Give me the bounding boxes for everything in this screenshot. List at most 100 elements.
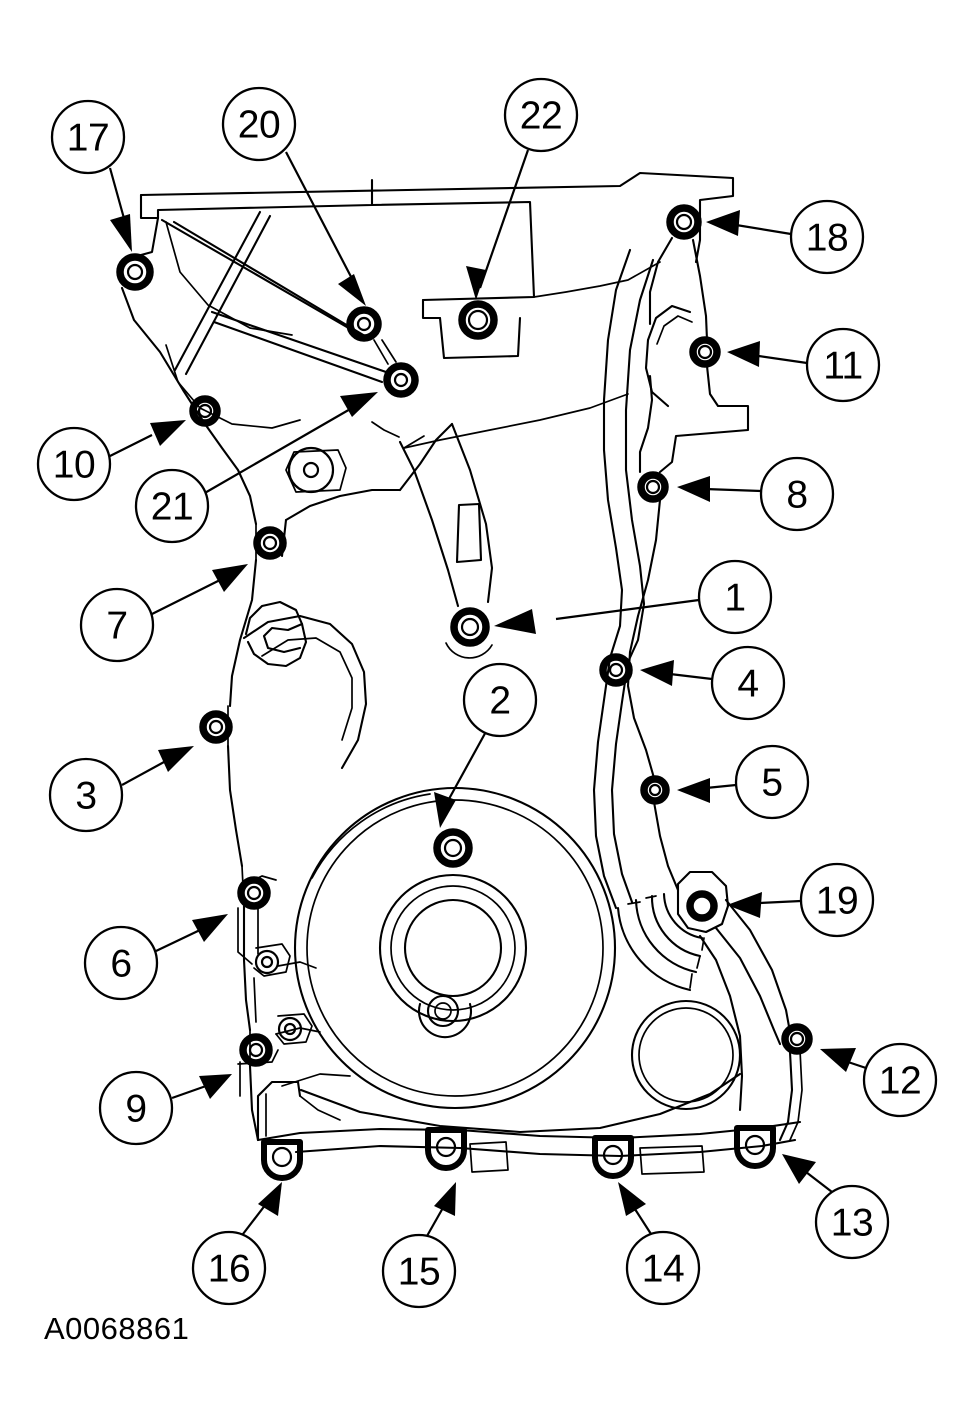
leader-line-5	[705, 783, 737, 790]
callout-12[interactable]: 12	[862, 1042, 938, 1118]
callout-16[interactable]: 16	[191, 1230, 267, 1306]
leader-arrow-4	[640, 660, 674, 686]
cover-body-outline	[120, 171, 803, 1175]
callout-11[interactable]: 11	[805, 327, 881, 403]
callout-label-21: 21	[151, 486, 193, 529]
bolt-hole-5	[640, 775, 670, 805]
leader-line-10	[109, 434, 153, 457]
leader-line-12	[847, 1060, 867, 1070]
leader-line-6	[155, 929, 201, 952]
plain-hole-left-low	[277, 1016, 303, 1042]
callout-22[interactable]: 22	[503, 77, 579, 153]
callout-label-6: 6	[110, 943, 131, 986]
leader-group	[108, 149, 867, 1237]
leader-arrow-19	[727, 892, 762, 918]
callout-2[interactable]: 2	[462, 662, 538, 738]
leader-line-15	[426, 1205, 445, 1237]
leader-arrow-21	[340, 392, 378, 417]
bolt-hole-8	[637, 471, 669, 503]
mount-tab-16	[261, 1139, 303, 1181]
callout-label-19: 19	[816, 880, 858, 923]
callout-label-3: 3	[75, 775, 96, 818]
callout-7[interactable]: 7	[79, 587, 155, 663]
bolt-hole-1	[445, 607, 493, 659]
mount-tab-15	[425, 1127, 467, 1171]
callout-label-20: 20	[238, 104, 280, 147]
callout-label-15: 15	[398, 1251, 440, 1294]
callout-6[interactable]: 6	[83, 925, 159, 1001]
leader-line-13	[805, 1171, 833, 1193]
leader-line-11	[751, 353, 808, 365]
bolt-hole-20	[346, 306, 382, 342]
bolt-hole-12	[781, 1023, 813, 1055]
mount-tab-14	[592, 1135, 634, 1179]
leader-arrow-2	[434, 792, 456, 828]
callout-8[interactable]: 8	[759, 456, 835, 532]
bolt-hole-21	[383, 362, 419, 398]
leader-arrow-16	[258, 1182, 282, 1216]
leader-line-21	[202, 407, 353, 495]
callout-10[interactable]: 10	[36, 426, 112, 502]
callout-21[interactable]: 21	[134, 468, 210, 544]
leader-arrow-7	[212, 564, 248, 592]
callout-3[interactable]: 3	[48, 757, 124, 833]
bolt-hole-9	[239, 1033, 273, 1067]
callout-18[interactable]: 18	[789, 199, 865, 275]
mount-tab-13	[734, 1125, 776, 1169]
callout-label-17: 17	[67, 117, 109, 160]
leader-line-1	[555, 598, 700, 621]
leader-line-8	[704, 487, 762, 493]
callout-19[interactable]: 19	[799, 862, 875, 938]
callout-17[interactable]: 17	[50, 99, 126, 175]
callout-label-5: 5	[761, 762, 782, 805]
bolt-hole-19	[686, 890, 718, 922]
bolt-hole-18	[666, 204, 702, 240]
leader-line-9	[171, 1084, 207, 1100]
bolt-hole-group	[116, 204, 813, 1067]
leader-arrow-17	[110, 214, 132, 252]
leader-line-14	[632, 1205, 652, 1235]
leader-line-22	[478, 149, 530, 289]
leader-arrow-1	[494, 609, 536, 634]
callout-4[interactable]: 4	[710, 645, 786, 721]
leader-arrow-11	[727, 341, 760, 367]
leader-arrow-12	[820, 1048, 856, 1072]
callout-1[interactable]: 1	[697, 559, 773, 635]
leader-arrow-9	[199, 1074, 232, 1099]
bolt-hole-3	[199, 710, 233, 744]
bolt-hole-10	[189, 395, 221, 427]
leader-arrow-10	[150, 420, 186, 446]
leader-arrow-14	[618, 1182, 646, 1216]
callout-label-1: 1	[724, 577, 745, 620]
callout-label-4: 4	[737, 663, 758, 706]
callout-5[interactable]: 5	[734, 744, 810, 820]
leader-arrow-18	[706, 210, 740, 236]
bolt-hole-7	[253, 526, 287, 560]
callout-15[interactable]: 15	[381, 1233, 457, 1309]
plain-hole-upper-left	[287, 446, 335, 494]
callout-label-11: 11	[823, 345, 863, 388]
leader-arrow-20	[338, 274, 366, 306]
callout-9[interactable]: 9	[98, 1070, 174, 1146]
leader-line-2	[443, 727, 489, 809]
callout-label-2: 2	[489, 680, 510, 723]
leader-arrow-5	[677, 778, 710, 803]
mount-tab-group	[261, 1125, 776, 1181]
callout-label-14: 14	[642, 1248, 684, 1291]
callout-balloon-group: 17 20 22 18 11 10 21 8 7 1 4 2 5 3 19 6 …	[36, 77, 938, 1309]
callout-13[interactable]: 13	[814, 1184, 890, 1260]
leader-line-3	[121, 761, 165, 786]
callout-label-7: 7	[106, 605, 127, 648]
leader-arrow-6	[192, 914, 228, 942]
callout-14[interactable]: 14	[625, 1230, 701, 1306]
callout-label-10: 10	[53, 444, 95, 487]
leader-arrow-3	[158, 746, 194, 772]
leader-line-7	[151, 579, 221, 615]
callout-label-9: 9	[125, 1088, 146, 1131]
leader-line-18	[729, 222, 792, 236]
leader-arrow-22	[466, 266, 486, 300]
leader-line-19	[759, 899, 802, 905]
callout-20[interactable]: 20	[221, 86, 297, 162]
